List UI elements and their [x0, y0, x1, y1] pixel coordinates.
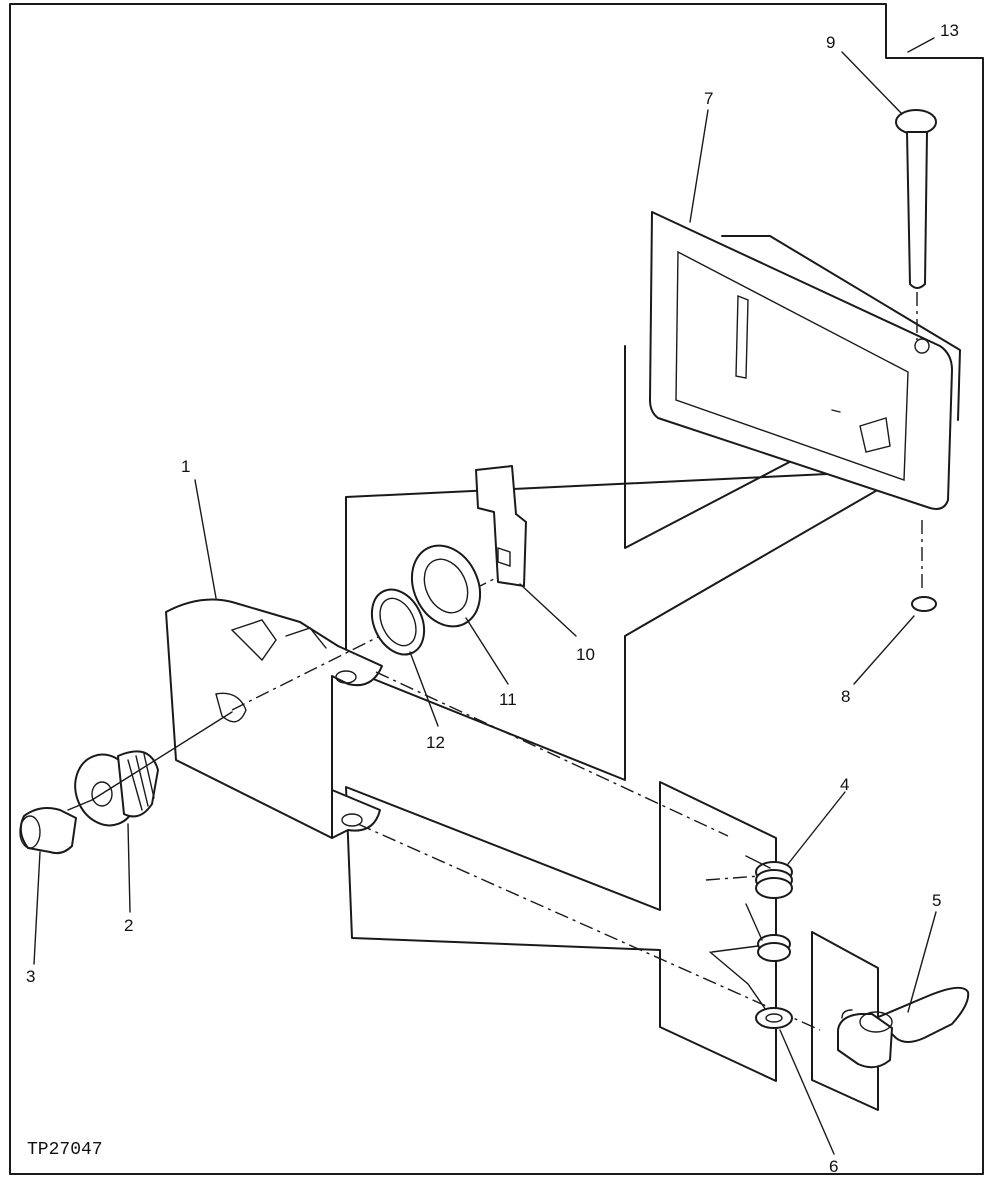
callout-4: 4: [840, 775, 849, 794]
cylinder-axis-line: [91, 711, 233, 801]
large-washer: [410, 544, 482, 628]
lock-cylinder: [19, 799, 93, 855]
callout-5: 5: [932, 891, 941, 910]
leader-9: [841, 51, 903, 115]
callout-2: 2: [124, 916, 133, 935]
leader-4: [787, 791, 846, 865]
figure-id: TP27047: [27, 1140, 103, 1160]
torsion-spring-upper: [745, 855, 793, 899]
callout-6: 6: [829, 1157, 838, 1176]
upper-bracket-line: [375, 671, 729, 837]
leader-5: [907, 911, 937, 1013]
callout-1: 1: [181, 457, 190, 476]
spring-axis-line: [705, 875, 761, 881]
torsion-spring-middle: [711, 903, 791, 962]
callout-7: 7: [704, 89, 713, 108]
leader-11: [465, 617, 509, 685]
leader-7: [689, 109, 709, 223]
door-panel-lower-outline: [345, 781, 777, 1082]
spring-washer-lower: [709, 951, 793, 1029]
lock-housing-bracket: [165, 598, 383, 839]
callout-12: 12: [426, 733, 445, 752]
leader-10: [519, 583, 577, 637]
gasket-ring: [370, 588, 426, 656]
lock-nut: [74, 750, 159, 827]
leader-12: [409, 651, 439, 727]
callout-3: 3: [26, 967, 35, 986]
leader-8: [853, 615, 915, 685]
hinge-pin: [895, 109, 937, 289]
callout-10: 10: [576, 645, 595, 664]
retaining-ring: [911, 596, 937, 612]
cam-lever: [475, 465, 527, 587]
handle-panel-outline: [811, 931, 879, 1111]
leader-3: [33, 851, 41, 965]
leader-2: [127, 823, 131, 913]
lock-axis-line: [231, 571, 509, 711]
page-border: [9, 3, 984, 1175]
callout-8: 8: [841, 687, 850, 706]
callout-11: 11: [499, 690, 517, 709]
housing-pin-hole: [914, 338, 930, 354]
leader-6: [779, 1029, 835, 1155]
lower-bracket-line: [357, 823, 821, 1031]
leader-13: [907, 37, 935, 53]
callout-9: 9: [826, 33, 835, 52]
callout-13: 13: [940, 21, 959, 40]
leader-1: [194, 479, 217, 599]
latch-housing: [649, 211, 961, 510]
handle-lever: [837, 986, 970, 1069]
